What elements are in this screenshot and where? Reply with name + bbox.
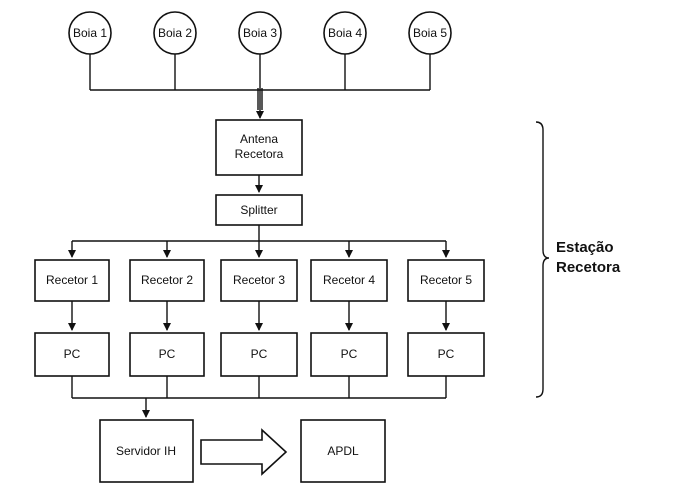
- receiver-pc-connectors: [68, 301, 450, 331]
- receiver-box: [129, 259, 205, 302]
- server-label: Servidor IH: [116, 444, 176, 458]
- buoy-row: Boia 1 Boia 2 Boia 3 Boia 4 Boia 5: [68, 11, 452, 55]
- pc-row: PC PC PC PC PC: [34, 332, 485, 377]
- buoy-node: Boia 5: [408, 11, 452, 55]
- receiver-node: Recetor 5: [407, 259, 485, 302]
- receiver-label: Recetor 3: [233, 273, 285, 287]
- apdl-label: APDL: [327, 444, 359, 458]
- pc-label: PC: [64, 347, 81, 361]
- apdl-node: APDL: [300, 419, 386, 483]
- pc-node: PC: [310, 332, 388, 377]
- receiver-node: Recetor 3: [220, 259, 298, 302]
- server-box: [99, 419, 194, 483]
- receiver-label: Recetor 2: [141, 273, 193, 287]
- pc-box: [129, 332, 205, 377]
- pc-node: PC: [407, 332, 485, 377]
- pc-box: [34, 332, 110, 377]
- pc-label: PC: [438, 347, 455, 361]
- apdl-box: [300, 419, 386, 483]
- receiver-label: Recetor 5: [420, 273, 472, 287]
- receiver-box: [407, 259, 485, 302]
- buoy-label: Boia 4: [328, 26, 362, 40]
- station-label: Estação Recetora: [556, 239, 621, 276]
- buoy-node: Boia 2: [153, 11, 197, 55]
- buoy-label: Boia 5: [413, 26, 447, 40]
- buoy-node: Boia 4: [323, 11, 367, 55]
- transfer-arrow: [200, 428, 288, 476]
- pc-node: PC: [129, 332, 205, 377]
- pc-node: PC: [34, 332, 110, 377]
- buoy-node: Boia 3: [238, 11, 282, 55]
- server-node: Servidor IH: [99, 419, 194, 483]
- splitter-connectors: [68, 225, 450, 258]
- receiver-box: [310, 259, 388, 302]
- antenna-node: Antena Recetora: [215, 119, 303, 176]
- receiver-node: Recetor 1: [34, 259, 110, 302]
- buoy-connectors: [89, 54, 431, 119]
- pc-label: PC: [251, 347, 268, 361]
- antenna-label-line1: Antena: [240, 132, 278, 146]
- antenna-box: [215, 119, 303, 176]
- antenna-label-line2: Recetora: [235, 147, 284, 161]
- station-brace: [535, 121, 550, 398]
- pc-node: PC: [220, 332, 298, 377]
- station-label-line2: Recetora: [556, 259, 621, 276]
- buoy-node: Boia 1: [68, 11, 112, 55]
- receiver-label: Recetor 4: [323, 273, 375, 287]
- receiver-node: Recetor 2: [129, 259, 205, 302]
- receiver-node: Recetor 4: [310, 259, 388, 302]
- splitter-node: Splitter: [215, 194, 303, 226]
- station-label-line1: Estação: [556, 239, 614, 256]
- receiver-label: Recetor 1: [46, 273, 98, 287]
- pc-label: PC: [159, 347, 176, 361]
- pc-label: PC: [341, 347, 358, 361]
- pc-box: [220, 332, 298, 377]
- pc-box: [310, 332, 388, 377]
- buoy-label: Boia 3: [243, 26, 277, 40]
- buoy-label: Boia 2: [158, 26, 192, 40]
- splitter-label: Splitter: [240, 203, 277, 217]
- receiver-row: Recetor 1 Recetor 2 Recetor 3 Recetor 4 …: [34, 259, 485, 302]
- buoy-label: Boia 1: [73, 26, 107, 40]
- pc-connectors: [71, 376, 447, 418]
